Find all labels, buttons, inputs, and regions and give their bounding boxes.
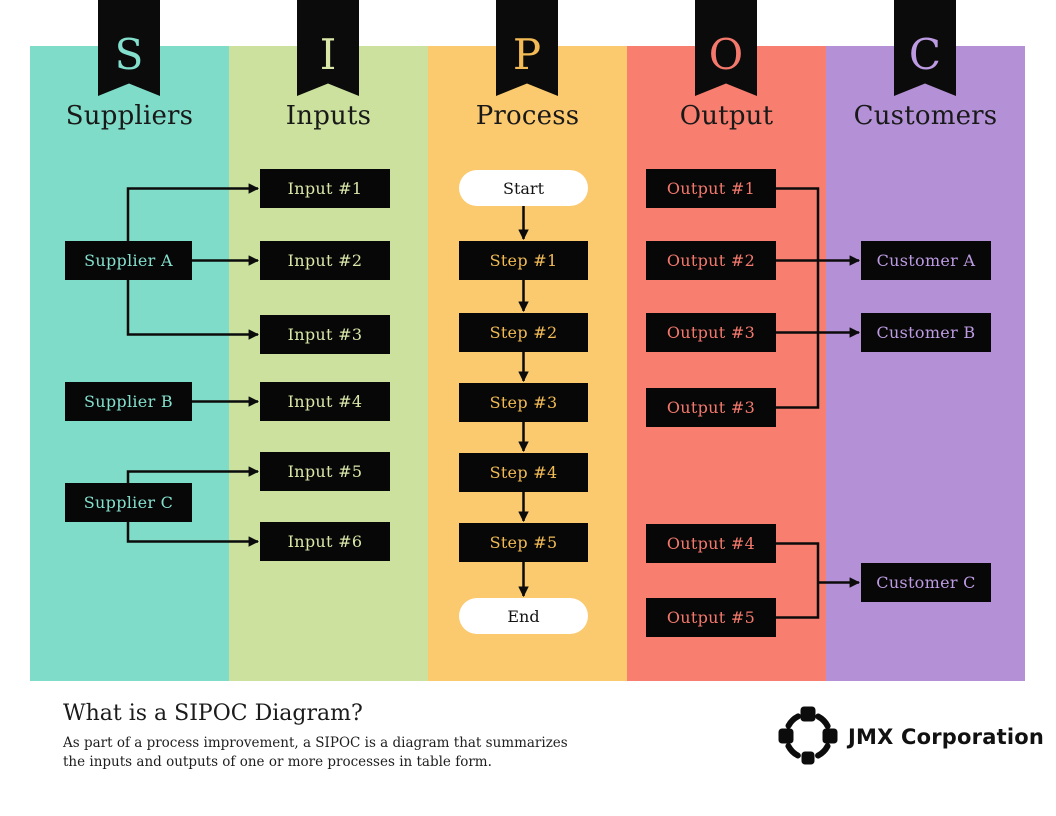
ribbon-s-letter: S <box>114 30 144 79</box>
input-2-box: Input #2 <box>260 241 390 280</box>
ribbon-o-letter: O <box>708 30 744 79</box>
jmx-logo-icon <box>778 706 838 765</box>
start-node: Start <box>459 170 588 206</box>
input-5-box: Input #5 <box>260 452 390 491</box>
footer-heading: What is a SIPOC Diagram? <box>63 701 363 726</box>
input-1-box: Input #1 <box>260 169 390 208</box>
column-inputs <box>229 46 428 681</box>
ribbon-o: O <box>695 0 757 96</box>
step-5-box: Step #5 <box>459 523 588 562</box>
ribbon-i-letter: I <box>319 30 337 79</box>
customer-a-box: Customer A <box>861 241 991 280</box>
supplier-a-box: Supplier A <box>65 241 192 280</box>
title-output: Output <box>679 101 774 131</box>
ribbon-c: C <box>894 0 956 96</box>
step-4-box: Step #4 <box>459 453 588 492</box>
output-2-box: Output #2 <box>646 241 776 280</box>
output-1-box: Output #1 <box>646 169 776 208</box>
customer-c-box: Customer C <box>861 563 991 602</box>
output-5-box: Output #5 <box>646 598 776 637</box>
column-output <box>627 46 826 681</box>
ribbon-p: P <box>496 0 558 96</box>
column-process <box>428 46 627 681</box>
step-3-box: Step #3 <box>459 383 588 422</box>
input-4-box: Input #4 <box>260 382 390 421</box>
input-3-box: Input #3 <box>260 315 390 354</box>
output-4-box: Output #4 <box>646 524 776 563</box>
step-1-box: Step #1 <box>459 241 588 280</box>
ribbon-s: S <box>98 0 160 96</box>
ribbon-i: I <box>297 0 359 96</box>
step-2-box: Step #2 <box>459 313 588 352</box>
title-suppliers: Suppliers <box>65 101 194 131</box>
column-suppliers <box>30 46 229 681</box>
input-6-box: Input #6 <box>260 522 390 561</box>
supplier-b-box: Supplier B <box>65 382 192 421</box>
output-3-box: Output #3 <box>646 313 776 352</box>
title-process: Process <box>475 101 580 131</box>
ribbon-p-letter: P <box>512 30 542 79</box>
supplier-c-box: Supplier C <box>65 483 192 522</box>
footer-description: As part of a process improvement, a SIPO… <box>63 735 568 770</box>
brand-name: JMX Corporation <box>848 725 1045 749</box>
title-customers: Customers <box>853 101 998 131</box>
output-3b-box: Output #3 <box>646 388 776 427</box>
customer-b-box: Customer B <box>861 313 991 352</box>
title-inputs: Inputs <box>285 101 372 131</box>
end-node: End <box>459 598 588 634</box>
ribbon-c-letter: C <box>908 30 942 79</box>
